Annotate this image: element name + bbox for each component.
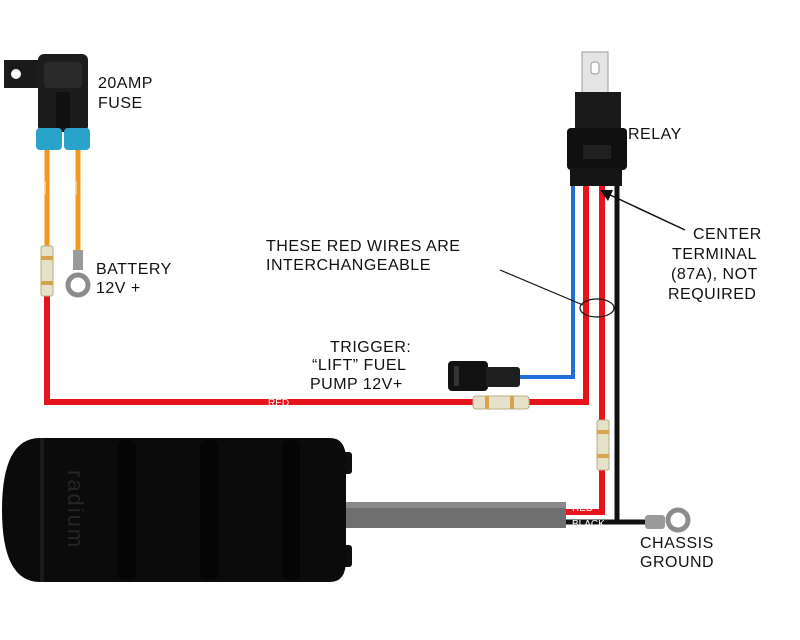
red-power-wire	[44, 185, 589, 405]
splice-connector-main	[472, 395, 530, 410]
red-wire-label: RED	[268, 398, 289, 409]
fuse-label-2: FUSE	[98, 95, 143, 112]
battery-label-2: 12V +	[96, 280, 141, 297]
center-terminal-label-2: TERMINAL	[672, 246, 757, 263]
trigger-label-2: “LIFT” FUEL	[312, 357, 406, 374]
relay-wire-prints	[571, 258, 619, 276]
trigger-label-3: PUMP 12V+	[310, 376, 403, 393]
splice-connector-ground	[596, 419, 610, 471]
center-terminal-label: CENTER	[693, 226, 762, 243]
note-label-2: INTERCHANGEABLE	[266, 257, 431, 274]
callout-ellipse	[579, 298, 615, 318]
fuse-leads: 55022 55022	[42, 150, 81, 250]
center-terminal-arrow	[600, 190, 686, 231]
svg-text:55022: 55022	[42, 181, 48, 195]
battery-label: BATTERY	[96, 261, 172, 278]
splice-connector-left	[40, 245, 54, 297]
center-terminal-label-4: REQUIRED	[668, 286, 756, 303]
chassis-ground-label-2: GROUND	[640, 554, 714, 571]
pump-black-label: BLACK	[572, 519, 605, 530]
chassis-ground-label: CHASSIS	[640, 535, 714, 552]
fuse-label: 20AMP	[98, 75, 153, 92]
pump-red-label: RED	[572, 503, 593, 514]
red-pump-wire	[560, 185, 605, 515]
battery-ring-terminal	[65, 250, 91, 298]
fuse-holder	[4, 54, 90, 150]
blue-trigger-wire	[520, 185, 575, 379]
center-terminal-label-3: (87A), NOT	[671, 266, 758, 283]
relay-label: RELAY	[628, 126, 682, 143]
note-label: THESE RED WIRES ARE	[266, 238, 460, 255]
relay	[567, 51, 627, 186]
chassis-ground-ring	[645, 507, 691, 533]
fuel-pump: radium	[2, 438, 566, 582]
callout-line-note	[499, 269, 584, 306]
trigger-connector	[448, 361, 520, 391]
trigger-label: TRIGGER:	[330, 339, 411, 356]
svg-text:55022: 55022	[73, 181, 79, 195]
brand-logo: radium	[63, 470, 88, 549]
